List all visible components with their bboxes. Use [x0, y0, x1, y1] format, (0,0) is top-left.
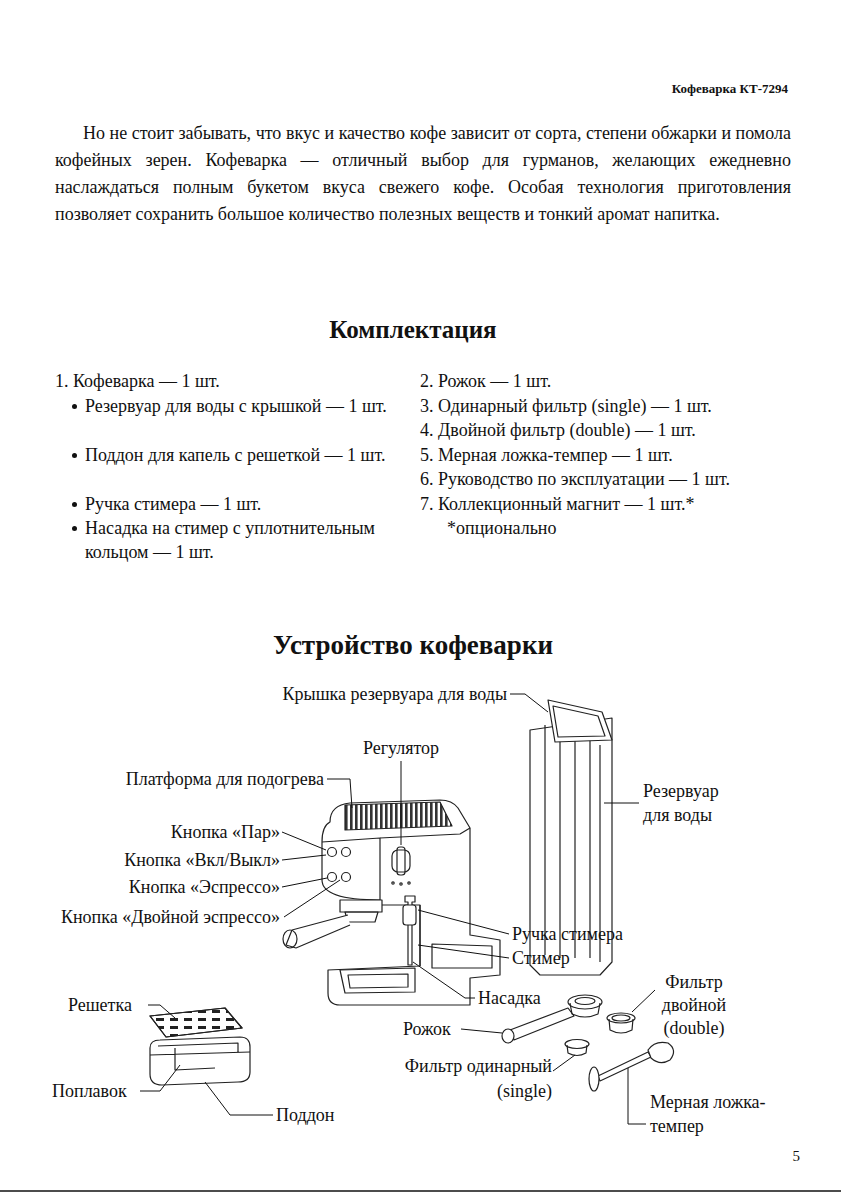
part-label: Кнопка «Вкл/Выкл» [60, 848, 280, 872]
running-header: Кофеварка КТ-7294 [560, 80, 788, 98]
part-label: Насадка [478, 986, 568, 1010]
bullet-dot [72, 453, 77, 458]
part-label: Фильтр одинарный (single) [380, 1054, 552, 1104]
part-label: Стимер [512, 946, 612, 970]
list-subitem: Резервуар для воды с крышкой — 1 шт. [85, 394, 397, 418]
list-item: 7. Коллекционный магнит — 1 шт.* [420, 492, 800, 516]
bullet-dot [72, 502, 77, 507]
bullet-dot [72, 526, 77, 531]
part-label: Платформа для подогрева [50, 767, 324, 791]
list-subitem: Поддон для капель с решеткой — 1 шт. [85, 443, 397, 467]
part-label: Ручка стимера [512, 922, 662, 946]
part-label: Кнопка «Эспрессо» [60, 875, 280, 899]
part-label: Поддон [276, 1103, 356, 1127]
list-item: 6. Руководство по эксплуатации — 1 шт. [420, 467, 800, 491]
page-number: 5 [770, 1146, 800, 1166]
list-item: 5. Мерная ложка-темпер — 1 шт. [420, 443, 800, 467]
list-item: 4. Двойной фильтр (double) — 1 шт. [420, 418, 800, 442]
part-label: Регулятор [340, 736, 462, 760]
part-label: Поплавок [52, 1079, 140, 1103]
part-label: Резервуар для воды [643, 779, 743, 827]
footnote: *опционально [447, 516, 747, 540]
bullet-dot [72, 404, 77, 409]
part-label: Рожок [403, 1017, 463, 1041]
intro-paragraph: Но не стоит забывать, что вкус и качеств… [55, 120, 791, 228]
section-heading: Устройство кофеварки [163, 626, 663, 664]
list-item: 1. Кофеварка — 1 шт. [55, 369, 395, 393]
part-label: Кнопка «Пар» [70, 820, 280, 844]
part-label: Фильтр двойной (double) [648, 971, 740, 1040]
part-label: Кнопка «Двойной эспрессо» [55, 905, 280, 929]
part-label: Решетка [68, 993, 148, 1017]
list-item: 2. Рожок — 1 шт. [420, 369, 800, 393]
section-heading: Комплектация [163, 312, 663, 348]
part-label: Крышка резервуара для воды [225, 682, 507, 706]
list-subitem: Насадка на стимер с уплотнительным кольц… [85, 516, 397, 564]
list-item: 3. Одинарный фильтр (single) — 1 шт. [420, 394, 800, 418]
part-label: Мерная ложка-темпер [650, 1090, 782, 1138]
list-subitem: Ручка стимера — 1 шт. [85, 492, 397, 516]
